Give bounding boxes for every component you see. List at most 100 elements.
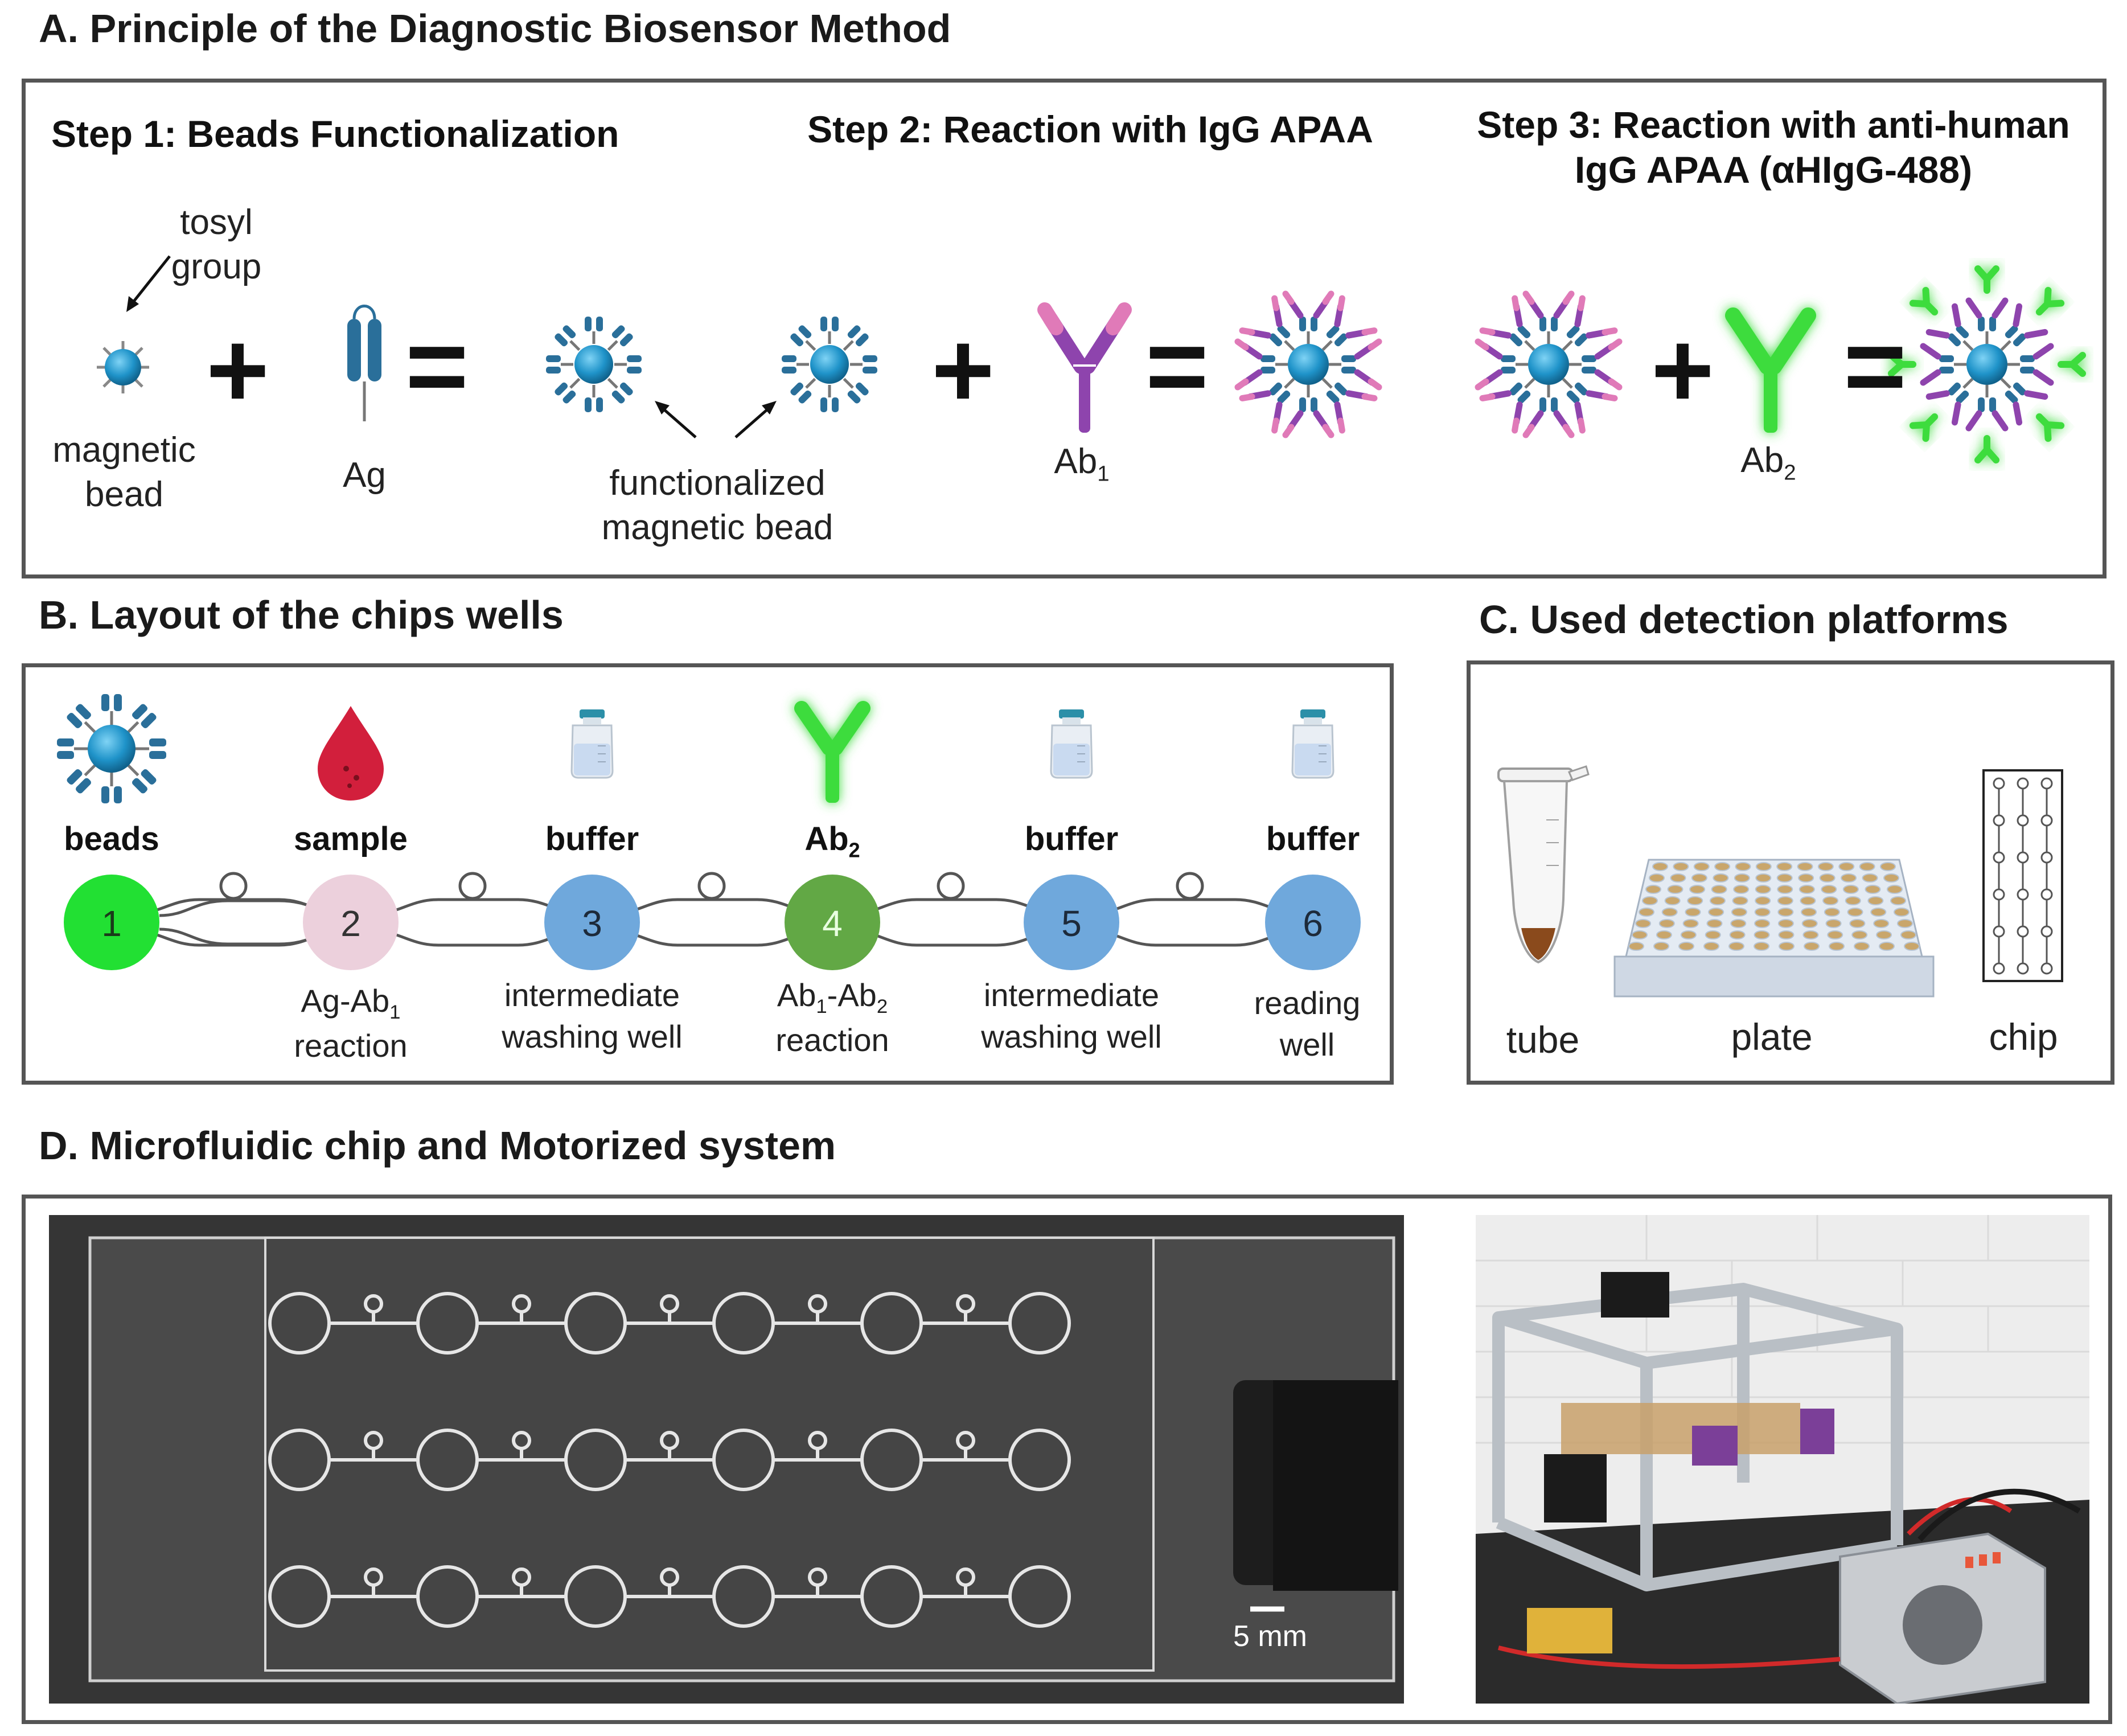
well-5 <box>1024 875 1119 970</box>
plate-well <box>1649 873 1665 883</box>
chip-well <box>2040 851 2053 864</box>
plate-well <box>1652 862 1668 871</box>
plate-well <box>1842 885 1859 894</box>
well-4-b1: Ab <box>777 977 816 1013</box>
plate-well <box>1873 919 1890 928</box>
plate-well <box>1854 942 1870 951</box>
well-2-bottom-line1: Ag-Ab1 <box>260 980 442 1025</box>
buffer-bottle-icon <box>1291 708 1334 779</box>
plate-well <box>1801 919 1818 928</box>
plate-well <box>1706 919 1723 928</box>
well-4-top-sub: 2 <box>848 838 860 862</box>
plate-well <box>1691 873 1707 883</box>
well-2-b1: Ag-Ab <box>301 983 390 1019</box>
plate-well <box>1754 919 1771 928</box>
ab1-label-text: Ab <box>1054 442 1098 481</box>
functionalized-bead-label: functionalized magnetic bead <box>575 461 860 549</box>
magnetic-bead-label: magnetic bead <box>39 428 210 516</box>
bead-label-line1: magnetic <box>52 430 196 470</box>
chip-well <box>2040 814 2053 827</box>
buffer-bottle-icon <box>1050 708 1093 779</box>
plate-well <box>1642 896 1658 905</box>
plate-well <box>1653 942 1669 951</box>
well-4-b1-sub: 1 <box>816 996 827 1018</box>
tosyl-group-label: tosyl group <box>159 200 273 289</box>
plate-well <box>1778 930 1795 939</box>
well-2-bottom-line2: reaction <box>294 1028 408 1064</box>
plate-well <box>1733 885 1750 894</box>
well-5-bottom-line1: intermediate <box>983 977 1160 1013</box>
plate-well <box>1667 885 1683 894</box>
chip-well <box>2040 777 2053 790</box>
well-3-number: 3 <box>582 903 602 944</box>
step3-title-line2: IgG APAA (αHIgG-488) <box>1574 149 1973 191</box>
ab2-label-text: Ab <box>1740 441 1784 480</box>
tube-icon <box>1497 765 1590 964</box>
well-1-number: 1 <box>101 903 122 944</box>
plate-well <box>1754 942 1769 951</box>
plate-well <box>1825 919 1842 928</box>
plate-well <box>1876 930 1892 939</box>
well-4-bottom-line1: Ab1-Ab2 <box>730 975 935 1020</box>
plate-well <box>1822 896 1839 905</box>
ab1-bound-bead-icon <box>1238 294 1379 435</box>
func-label-line2: magnetic bead <box>601 507 833 547</box>
chip-well <box>2017 888 2029 901</box>
plate-well <box>1776 862 1793 871</box>
plate-icon <box>1613 859 1935 998</box>
plate-label: plate <box>1731 1016 1813 1058</box>
ab2-bound-bead-icon <box>1891 269 2083 460</box>
plate-well <box>1819 873 1836 883</box>
plate-well <box>1632 930 1648 939</box>
ab2-label: Ab2 <box>1728 438 1808 487</box>
section-d-title: D. Microfluidic chip and Motorized syste… <box>39 1123 836 1168</box>
plate-well <box>1734 873 1750 883</box>
plate-well <box>1639 908 1654 917</box>
plate-well <box>1661 908 1678 917</box>
section-b-title: B. Layout of the chips wells <box>39 593 564 637</box>
chip-well <box>2017 814 2029 827</box>
plate-well <box>1829 942 1845 951</box>
plate-well <box>1845 896 1861 905</box>
well-6 <box>1265 875 1361 970</box>
plate-well <box>1841 873 1857 883</box>
plate-well <box>1798 885 1815 894</box>
chip-well <box>1993 851 2005 864</box>
well-2-number: 2 <box>340 903 361 944</box>
plate-well <box>1827 930 1843 939</box>
plate-well <box>1824 908 1840 917</box>
plate-well <box>1883 873 1899 883</box>
step3-title-line1: Step 3: Reaction with anti-human <box>1477 104 2070 146</box>
chip-well <box>1993 888 2005 901</box>
well-4-b1-tail-sub: 2 <box>876 996 888 1018</box>
plate-well <box>1708 908 1724 917</box>
section-a-diagram <box>97 255 2127 578</box>
plate-well <box>1838 862 1855 871</box>
ab2-antibody-icon <box>1725 307 1816 433</box>
plate-well <box>1705 930 1721 939</box>
chip-well <box>2017 851 2029 864</box>
plate-well <box>1680 930 1697 939</box>
ab2-antibody-icon <box>794 701 870 803</box>
chip-well <box>2040 925 2053 938</box>
well-4-number: 4 <box>822 903 843 944</box>
well-1 <box>64 875 159 970</box>
plate-well <box>1847 908 1863 917</box>
equals-sign: = <box>1843 306 1907 426</box>
well-6-bottom-line2: well <box>1279 1026 1335 1062</box>
plate-well <box>1713 873 1729 883</box>
plate-well <box>1880 862 1896 871</box>
plate-well <box>1777 896 1793 905</box>
chip-well <box>1993 925 2005 938</box>
well-5-bottom-line2: washing well <box>981 1018 1162 1054</box>
plate-well <box>1730 919 1747 928</box>
plate-well <box>1693 862 1710 871</box>
well-3-bottom-line2: washing well <box>502 1018 683 1054</box>
plate-well <box>1714 862 1731 871</box>
scale-bar-label: 5 mm <box>1233 1620 1307 1653</box>
ag-label: Ag <box>343 455 386 495</box>
well-2-b1-sub: 1 <box>389 1002 401 1024</box>
plate-well <box>1890 896 1906 905</box>
plate-well <box>1865 885 1881 894</box>
well-4-bottom-line2: reaction <box>775 1022 889 1058</box>
